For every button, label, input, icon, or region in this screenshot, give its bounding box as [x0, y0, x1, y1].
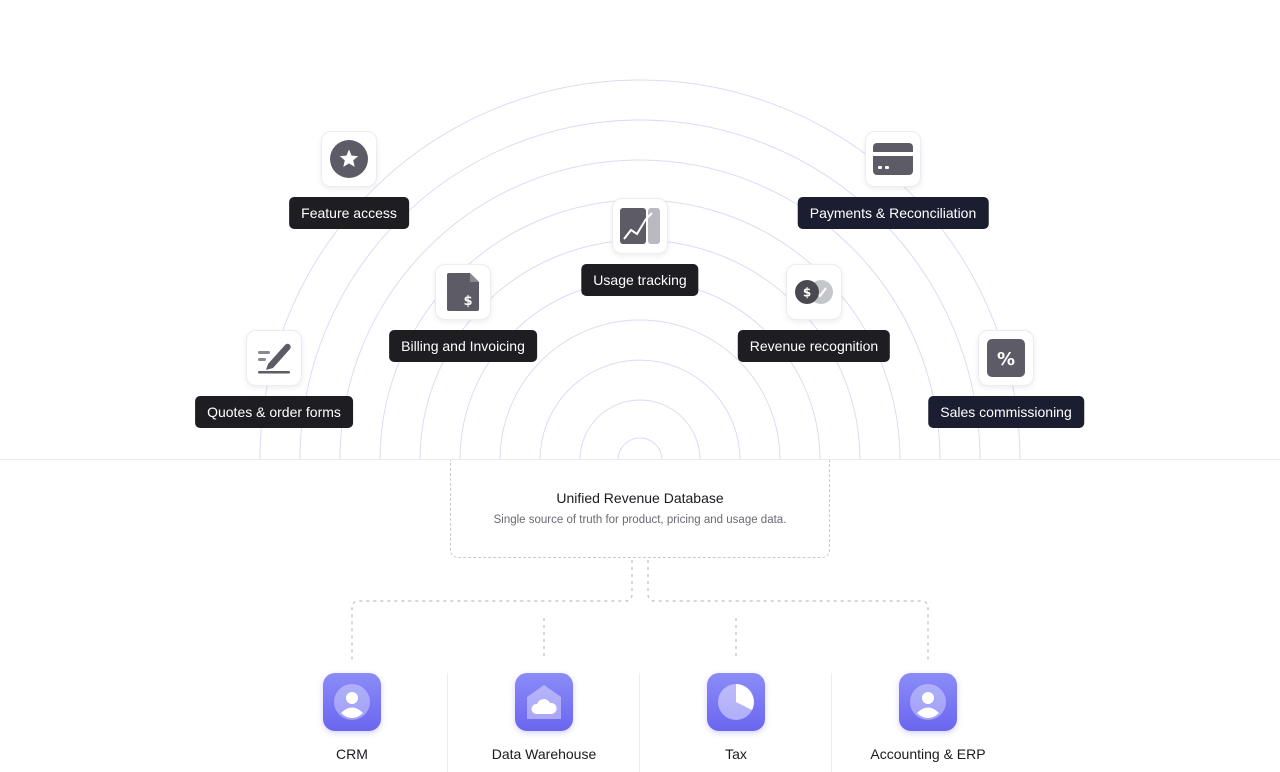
arc-ring [459, 279, 821, 460]
horizon-divider [0, 459, 1280, 460]
integration-label: Data Warehouse [491, 746, 597, 762]
arc-ring [579, 399, 701, 460]
coins-icon: $ [786, 264, 842, 320]
percent-icon: % [978, 330, 1034, 386]
quotes-label: Quotes & order forms [195, 396, 353, 428]
credit-card-icon [865, 131, 921, 187]
user-icon [899, 673, 957, 731]
integration-label: CRM [336, 746, 368, 762]
arc-ring [259, 79, 1021, 460]
integration-label: Accounting & ERP [870, 746, 986, 762]
billing-label: Billing and Invoicing [389, 330, 537, 362]
chart-line-icon [612, 198, 668, 254]
signature-icon [246, 330, 302, 386]
arc-ring [499, 319, 781, 460]
arc-ring [299, 119, 981, 460]
unified-revenue-database: Unified Revenue Database Single source o… [450, 460, 830, 558]
pie-chart-icon [707, 673, 765, 731]
database-title: Unified Revenue Database [556, 490, 724, 506]
integration-label: Tax [725, 746, 747, 762]
warehouse-cloud-icon [515, 673, 573, 731]
svg-text:$: $ [803, 286, 811, 300]
feature-access-label: Feature access [289, 197, 409, 229]
user-icon [323, 673, 381, 731]
arc-ring [539, 359, 741, 460]
revenue-recognition-label: Revenue recognition [737, 330, 891, 362]
sales-commissioning-label: Sales commissioning [928, 396, 1084, 428]
database-subtitle: Single source of truth for product, pric… [493, 514, 787, 526]
arc-ring [339, 159, 941, 460]
integration-divider [639, 673, 640, 772]
integration-accounting-erp: Accounting & ERP [832, 673, 1024, 762]
svg-text:%: % [997, 349, 1015, 370]
integration-divider [447, 673, 448, 772]
arc-ring [617, 437, 663, 460]
integration-data-warehouse: Data Warehouse [448, 673, 640, 762]
integration-tax: Tax [640, 673, 832, 762]
integration-crm: CRM [256, 673, 448, 762]
usage-tracking-label: Usage tracking [581, 264, 699, 296]
invoice-icon: $ [435, 264, 491, 320]
payments-label: Payments & Reconciliation [797, 197, 989, 229]
star-icon [321, 131, 377, 187]
svg-text:$: $ [463, 294, 472, 309]
integration-divider [831, 673, 832, 772]
